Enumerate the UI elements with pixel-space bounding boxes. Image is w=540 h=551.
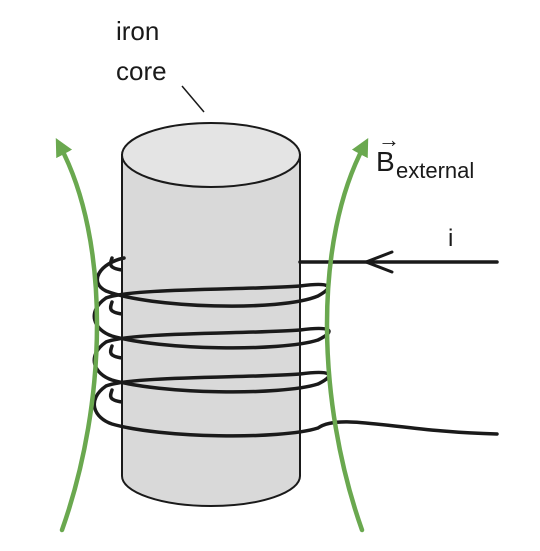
field-label-subscript: external — [396, 158, 474, 183]
iron-core — [121, 122, 301, 507]
core-label-line2: core — [116, 56, 167, 86]
field-line-left — [55, 138, 100, 533]
core-label-line1: iron — [116, 16, 159, 46]
coil-back — [108, 256, 124, 404]
current-arrow-icon — [364, 250, 394, 274]
current-label: i — [448, 225, 453, 252]
core-leader-line — [181, 85, 205, 113]
field-label-symbol: B — [376, 146, 395, 177]
field-line-right — [324, 138, 369, 533]
field-vector-mark: → — [378, 127, 400, 152]
